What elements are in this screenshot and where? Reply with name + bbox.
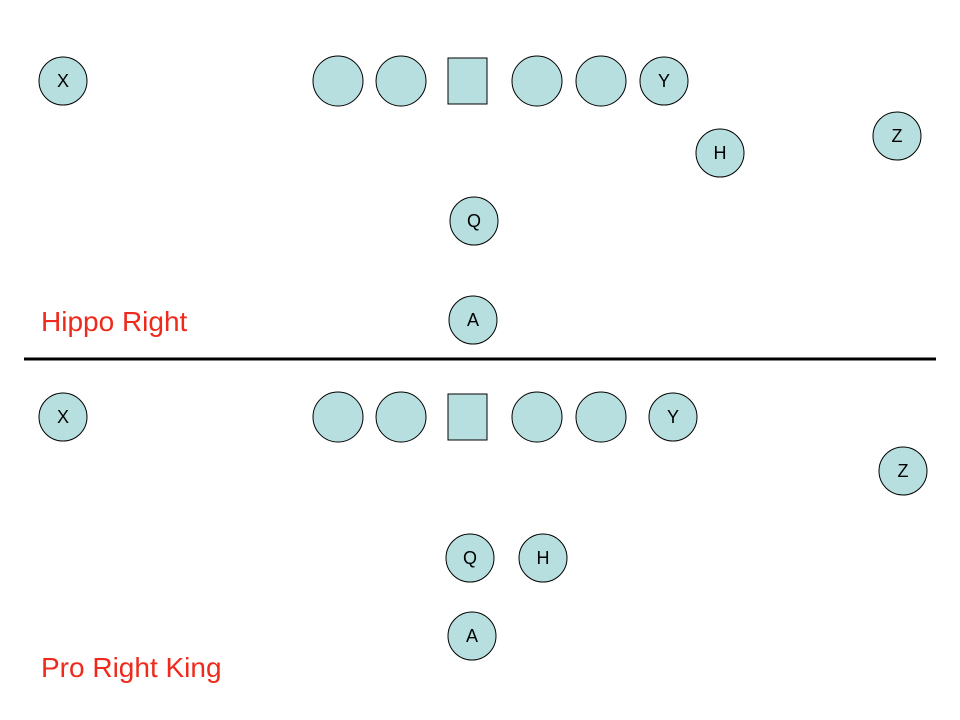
player-label: H	[714, 143, 727, 163]
player-q: Q	[449, 196, 499, 246]
player-circle	[447, 611, 497, 661]
player-circle	[872, 111, 922, 161]
player-label: A	[466, 626, 478, 646]
player-square	[447, 57, 488, 105]
player-lineman	[575, 391, 627, 443]
player-label: Y	[667, 407, 679, 427]
player-circle	[878, 446, 928, 496]
player-circle	[449, 196, 499, 246]
player-x: X	[38, 392, 88, 442]
player-circle	[375, 55, 427, 107]
player-circle	[575, 55, 627, 107]
player-y: Y	[648, 392, 698, 442]
player-a: A	[447, 611, 497, 661]
player-lineman	[375, 55, 427, 107]
player-lineman	[511, 55, 563, 107]
player-lineman	[312, 55, 364, 107]
player-circle	[312, 391, 364, 443]
player-label: Y	[658, 71, 670, 91]
player-circle	[375, 391, 427, 443]
player-center	[447, 393, 488, 441]
player-circle	[575, 391, 627, 443]
player-label: Q	[467, 211, 481, 231]
player-a: A	[448, 295, 498, 345]
player-label: Z	[898, 461, 909, 481]
player-lineman	[511, 391, 563, 443]
player-lineman	[575, 55, 627, 107]
player-label: X	[57, 407, 69, 427]
formation-title: Pro Right King	[41, 652, 222, 683]
player-label: H	[537, 548, 550, 568]
player-lineman	[312, 391, 364, 443]
player-circle	[38, 56, 88, 106]
player-circle	[511, 391, 563, 443]
player-circle	[38, 392, 88, 442]
player-z: Z	[878, 446, 928, 496]
player-square	[447, 393, 488, 441]
player-circle	[639, 56, 689, 106]
player-circle	[312, 55, 364, 107]
player-label: Z	[892, 126, 903, 146]
player-label: A	[467, 310, 479, 330]
player-h: H	[518, 533, 568, 583]
player-circle	[518, 533, 568, 583]
player-circle	[445, 533, 495, 583]
player-center	[447, 57, 488, 105]
player-circle	[695, 128, 745, 178]
player-circle	[648, 392, 698, 442]
player-circle	[448, 295, 498, 345]
player-circle	[511, 55, 563, 107]
player-z: Z	[872, 111, 922, 161]
player-h: H	[695, 128, 745, 178]
player-lineman	[375, 391, 427, 443]
player-label: X	[57, 71, 69, 91]
player-x: X	[38, 56, 88, 106]
player-y: Y	[639, 56, 689, 106]
player-label: Q	[463, 548, 477, 568]
player-q: Q	[445, 533, 495, 583]
formation-hippo-right: X Y Z H Q A Hippo Right	[38, 55, 922, 345]
formation-title: Hippo Right	[41, 306, 188, 337]
formation-pro-right-king: X Y Z Q H A Pro Right King	[38, 391, 928, 683]
